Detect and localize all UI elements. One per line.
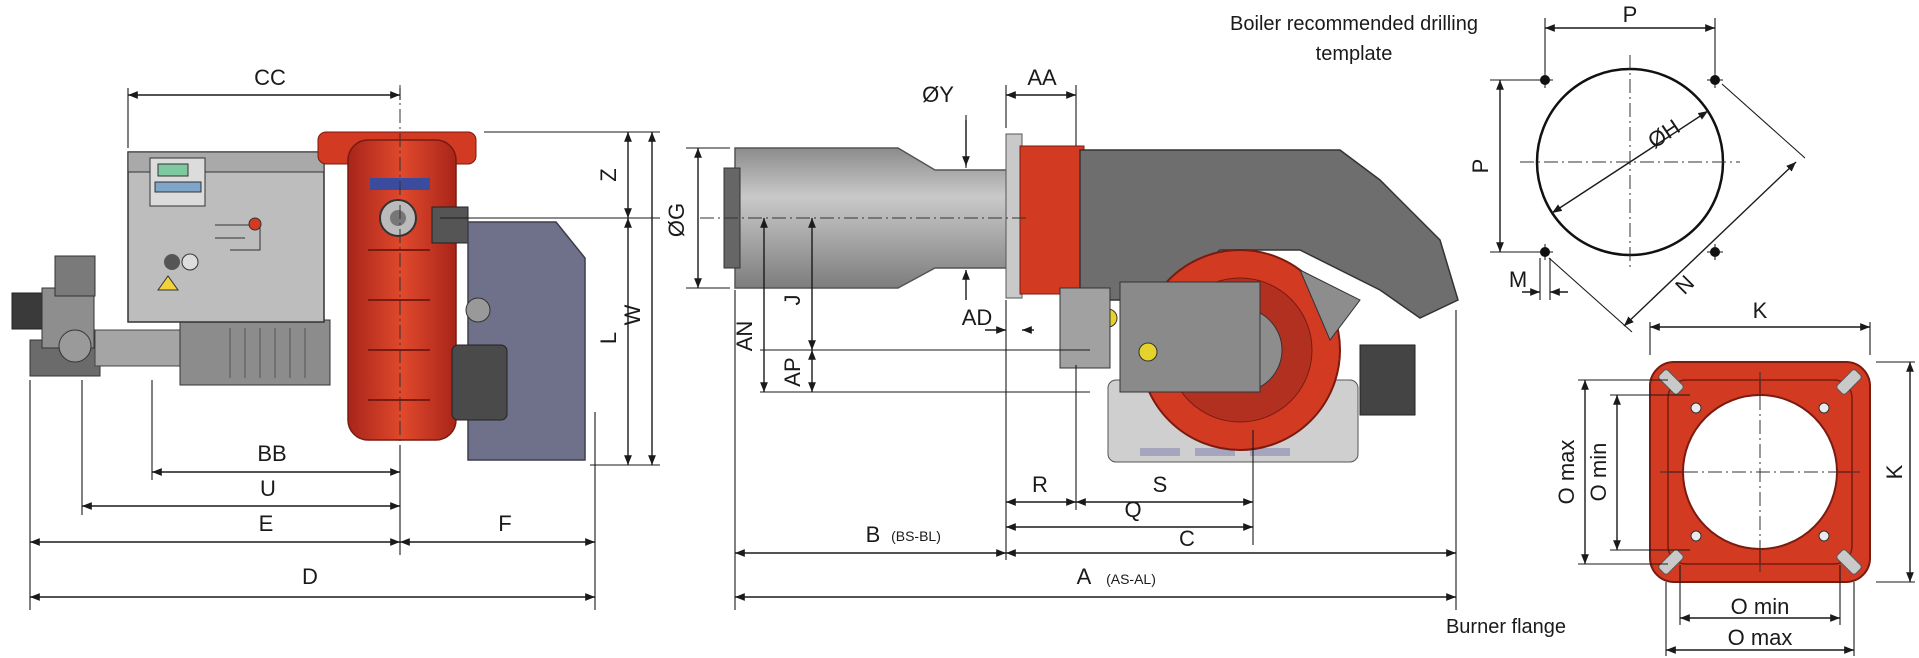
label-bb: BB xyxy=(257,441,286,466)
label-oy: ØY xyxy=(922,82,954,107)
middle-view-burner xyxy=(723,133,1459,463)
label-n: N xyxy=(1670,270,1699,299)
left-view-dimensions xyxy=(29,88,660,610)
gas-pipe xyxy=(94,329,186,367)
label-s: S xyxy=(1153,472,1168,497)
air-intake-box xyxy=(467,221,586,461)
gas-train-handle xyxy=(11,292,43,330)
label-r: R xyxy=(1032,472,1048,497)
label-j: J xyxy=(780,295,805,306)
middle-view-dimensions xyxy=(686,85,1457,610)
label-a: A xyxy=(1077,564,1092,589)
label-d: D xyxy=(302,564,318,589)
burner-flange-caption: Burner flange xyxy=(1446,616,1566,638)
label-o-max-bottom: O max xyxy=(1728,625,1793,650)
servo-motor xyxy=(451,344,508,421)
label-e: E xyxy=(259,511,274,536)
label-c: C xyxy=(1179,526,1195,551)
middle-view-labels: ØY AA ØG J AN AP AD R S Q C B (BS-BL) A … xyxy=(664,65,1195,589)
left-view-labels: CC Z L W BB U E F D xyxy=(254,65,645,589)
gas-valve-block xyxy=(1119,281,1261,393)
label-p-left: P xyxy=(1468,159,1493,174)
label-cc: CC xyxy=(254,65,286,90)
label-o-min-left: O min xyxy=(1586,443,1611,502)
label-ad: AD xyxy=(962,305,993,330)
label-an: AN xyxy=(732,321,757,352)
left-view-burner xyxy=(11,131,586,461)
label-a-sub: (AS-AL) xyxy=(1106,571,1156,587)
motor xyxy=(179,319,331,386)
label-q: Q xyxy=(1124,497,1141,522)
label-k-top: K xyxy=(1753,298,1768,323)
label-z: Z xyxy=(596,168,621,181)
label-b-sub: (BS-BL) xyxy=(891,528,941,544)
drilling-title-line1: Boiler recommended drilling xyxy=(1230,13,1478,35)
label-m: M xyxy=(1509,267,1527,292)
label-k-right: K xyxy=(1882,464,1907,479)
fan-housing xyxy=(347,139,457,441)
burner-flange: K K O max O min O min O max Burner flang… xyxy=(1446,298,1915,656)
label-u: U xyxy=(260,476,276,501)
label-p-top: P xyxy=(1623,2,1638,27)
label-f: F xyxy=(498,511,511,536)
label-l: L xyxy=(596,332,621,344)
red-flange-block xyxy=(1019,145,1085,295)
drilling-title-line2: template xyxy=(1316,43,1393,65)
label-og: ØG xyxy=(664,203,689,237)
label-ap: AP xyxy=(780,357,805,386)
label-b: B xyxy=(866,522,881,547)
label-oh: ØH xyxy=(1643,114,1684,153)
bolt-holes xyxy=(1537,72,1723,260)
label-aa: AA xyxy=(1027,65,1057,90)
servo-motor-mid xyxy=(1359,344,1416,416)
label-w: W xyxy=(620,304,645,325)
label-o-max-left: O max xyxy=(1554,440,1579,505)
label-o-min-bottom: O min xyxy=(1731,594,1790,619)
